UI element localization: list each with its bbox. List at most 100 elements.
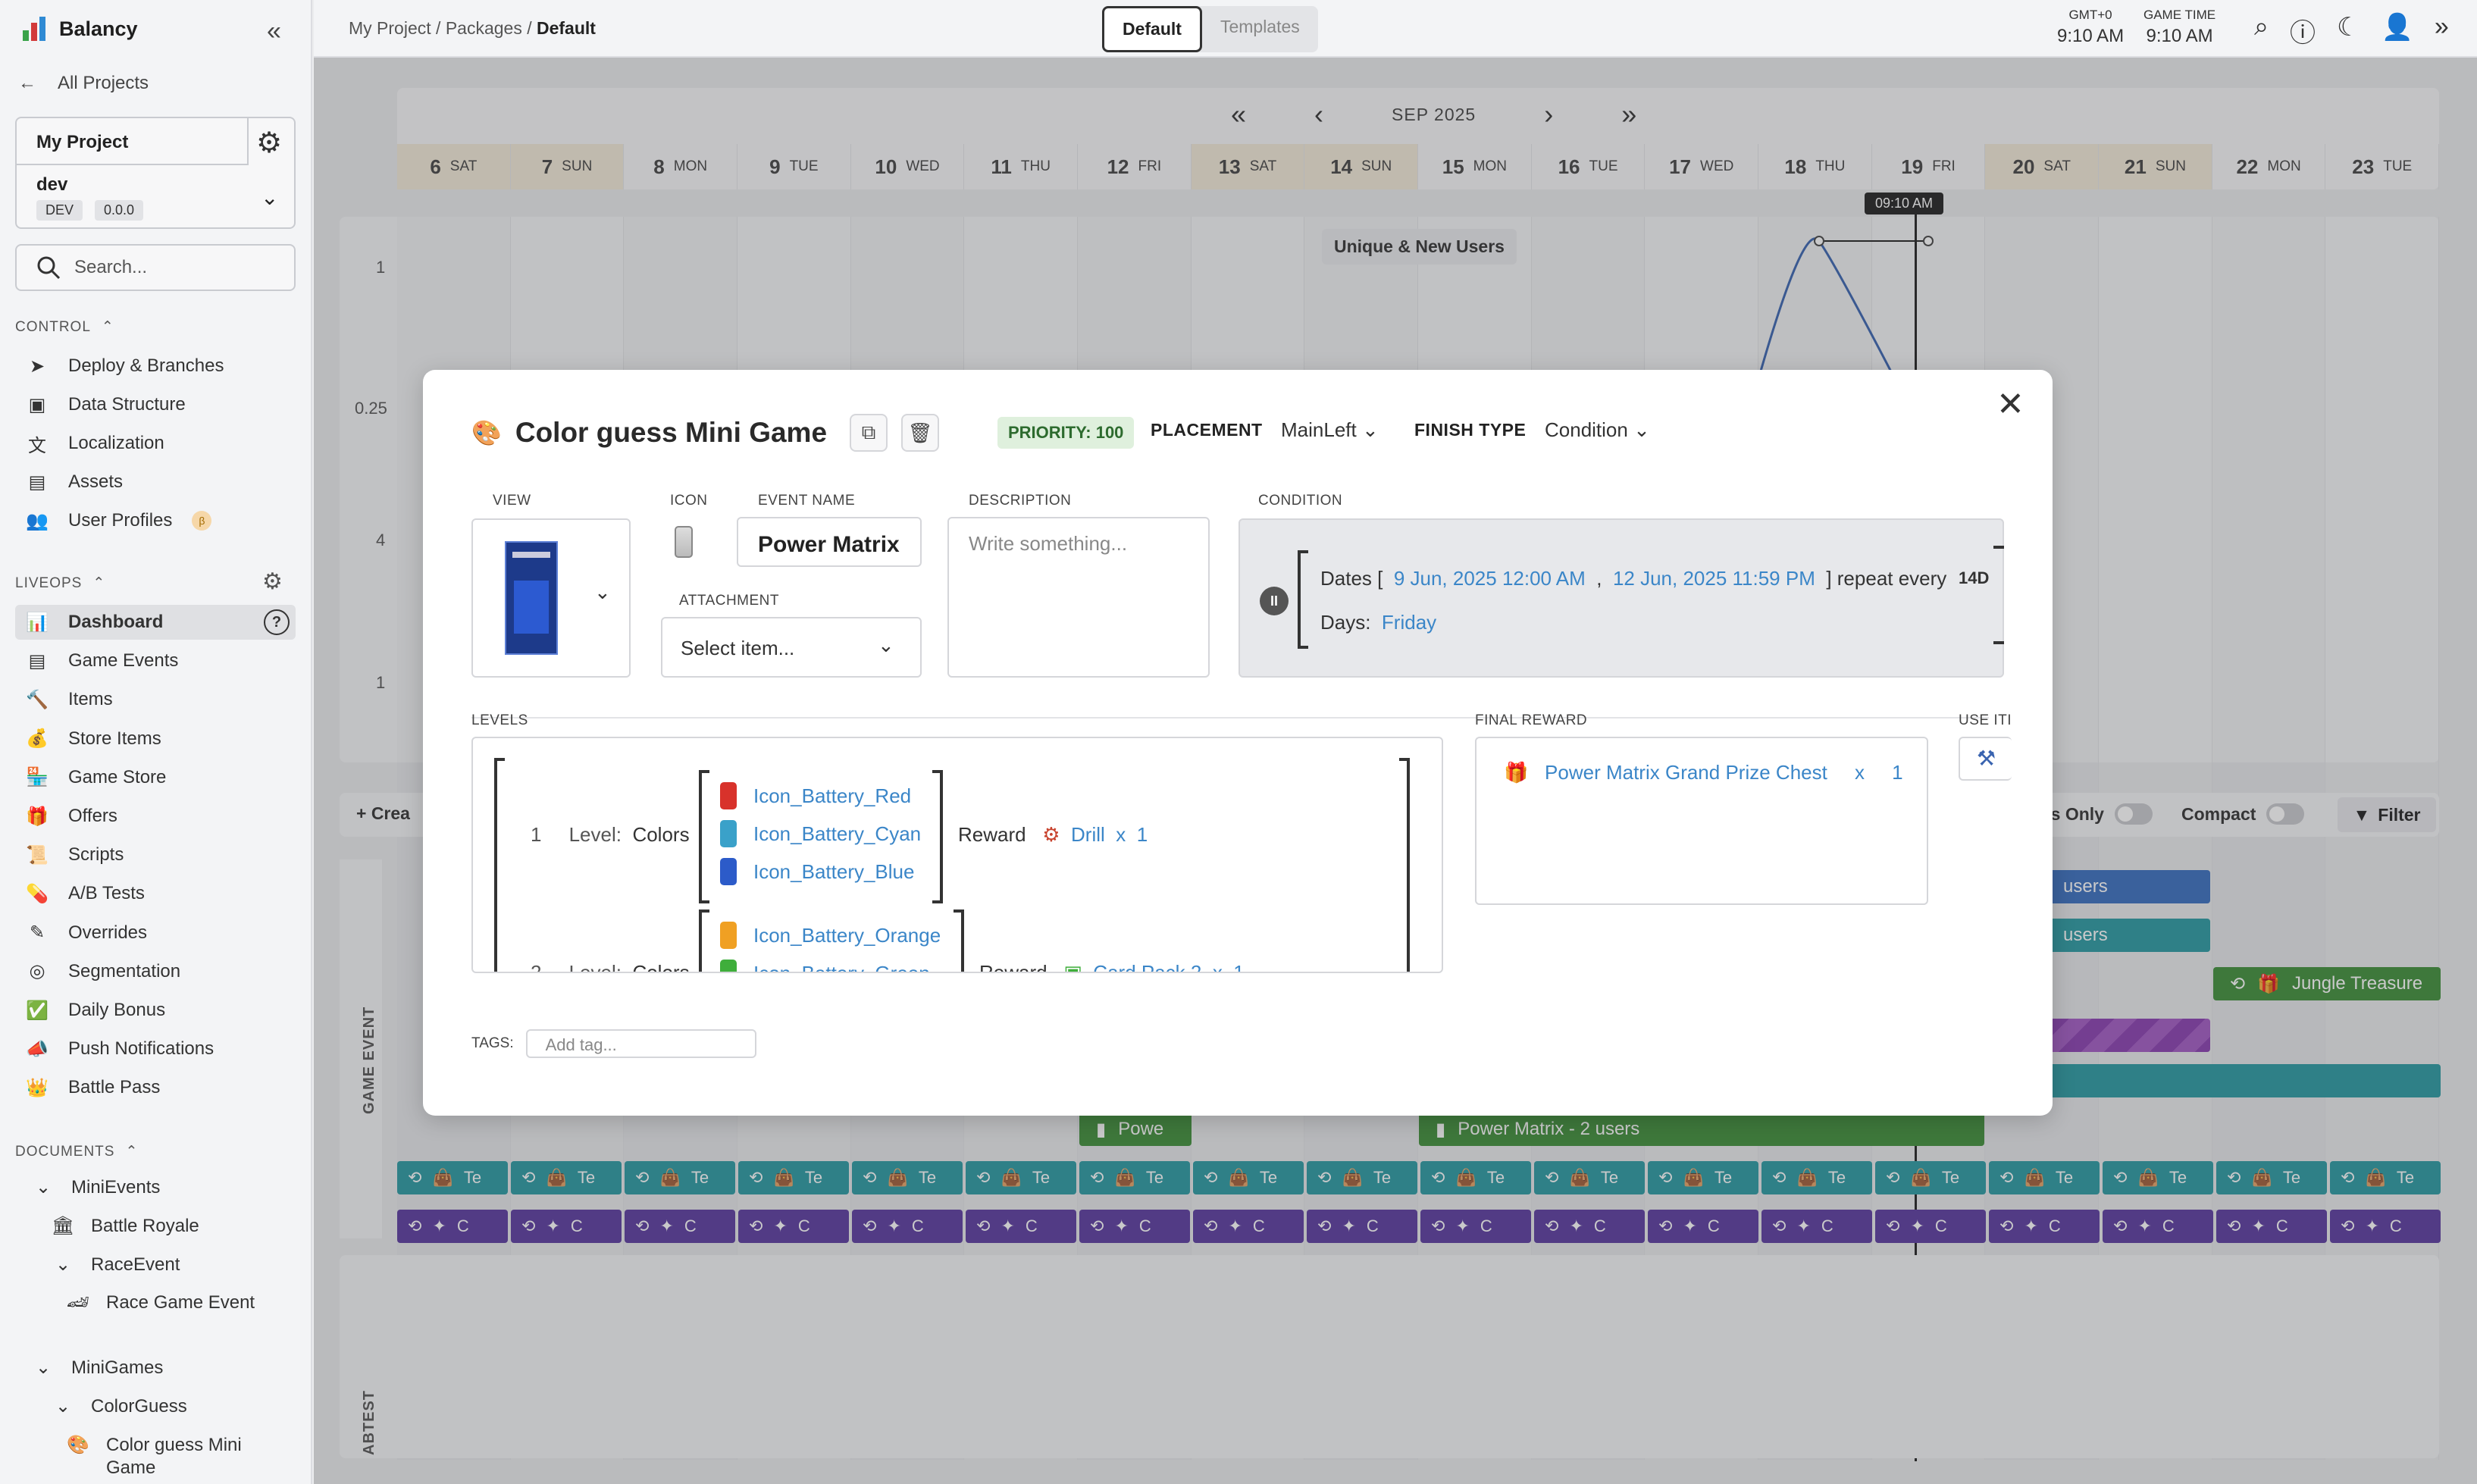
battery-icon[interactable] [675,526,693,558]
repeat-period[interactable]: 14D [1959,568,1990,587]
event-tile[interactable]: ⟲✦C [511,1210,622,1243]
breadcrumb-project[interactable]: My Project [349,18,431,38]
help-icon[interactable]: ? [264,609,290,635]
event-tile[interactable]: ⟲👜Te [1534,1161,1645,1194]
sidebar-item[interactable]: 👥User Profiles β [15,503,296,538]
section-liveops[interactable]: LIVEOPS⌃⚙ [15,569,296,594]
create-button[interactable]: + Crea [356,803,410,823]
chevron-right-icon[interactable]: › [1544,99,1554,130]
filter-button[interactable]: ▼Filter [2338,797,2436,832]
section-documents[interactable]: DOCUMENTS⌃ [15,1143,138,1160]
all-projects-link[interactable]: ← All Projects [18,73,149,94]
event-tile[interactable]: ⟲👜Te [2216,1161,2327,1194]
event-bar[interactable]: users [2046,919,2210,952]
event-tile[interactable]: ⟲✦C [1420,1210,1531,1243]
sidebar-item[interactable]: 🎁Offers [15,799,296,834]
use-items-box[interactable]: ⚒ [1959,737,2012,781]
search-icon[interactable]: ⌕ [2254,12,2269,41]
reward-item[interactable]: Drill [1071,823,1105,846]
event-tile[interactable]: ⟲👜Te [1761,1161,1872,1194]
sidebar-item[interactable]: ◎Segmentation [15,954,296,989]
brand[interactable]: Balancy [23,14,138,44]
sidebar-item[interactable]: ▤Assets [15,465,296,499]
pause-icon[interactable]: II [1260,587,1289,615]
final-reward-qty[interactable]: 1 [1892,761,1903,784]
reward-qty[interactable]: 1 [1136,823,1148,846]
collapse-sidebar-icon[interactable]: « [267,17,281,45]
condition-box[interactable]: II Dates [ 9 Jun, 2025 12:00 AM , 12 Jun… [1238,518,2004,678]
sidebar-item[interactable]: 🔨Items [15,682,296,717]
event-tile[interactable]: ⟲✦C [1648,1210,1758,1243]
event-tile[interactable]: ⟲✦C [2103,1210,2213,1243]
color-item[interactable]: Icon_Battery_Cyan [720,820,921,847]
view-selector[interactable]: ⌄ [471,518,631,678]
section-control[interactable]: CONTROL⌃ [15,318,114,336]
sidebar-item[interactable]: 📣Push Notifications [15,1032,296,1066]
final-reward-item[interactable]: Power Matrix Grand Prize Chest [1545,761,1827,784]
expand-icon[interactable]: » [2434,12,2449,41]
color-item[interactable]: Icon_Battery_Red [720,782,911,809]
event-tile[interactable]: ⟲✦C [852,1210,963,1243]
breadcrumb-packages[interactable]: Packages [445,18,522,38]
tree-item[interactable]: ⌄ColorGuess [50,1395,187,1417]
event-bar[interactable]: ▮Powe [1079,1113,1192,1146]
chevron-down-icon[interactable]: ⌄ [261,186,279,209]
chevron-left-icon[interactable]: ‹ [1314,99,1324,130]
days-value[interactable]: Friday [1381,611,1437,634]
tree-item[interactable]: ⌄MiniEvents [30,1176,160,1198]
event-tile[interactable]: ⟲👜Te [852,1161,963,1194]
sidebar-item[interactable]: ➤Deploy & Branches [15,349,296,384]
sidebar-item[interactable]: 🏪Game Store [15,760,296,795]
event-tile[interactable]: ⟲👜Te [1875,1161,1986,1194]
help-icon[interactable]: ⓘ [2290,19,2316,48]
sidebar-item[interactable]: 📊Dashboard? [15,605,296,640]
event-tile[interactable]: ⟲✦C [966,1210,1076,1243]
event-tile[interactable]: ⟲✦C [625,1210,735,1243]
event-tile[interactable]: ⟲✦C [1193,1210,1304,1243]
levels-box[interactable]: 1 Level: Colors Icon_Battery_Red Icon_Ba… [471,737,1443,973]
event-tile[interactable]: ⟲👜Te [2330,1161,2441,1194]
duplicate-button[interactable]: ⧉ [850,414,888,452]
event-tile[interactable]: ⟲👜Te [511,1161,622,1194]
event-tile[interactable]: ⟲👜Te [1193,1161,1304,1194]
toggle-switch[interactable] [2114,803,2153,825]
event-name-field[interactable]: Power Matrix [737,517,922,567]
end-date[interactable]: 12 Jun, 2025 11:59 PM [1612,567,1815,590]
event-tile[interactable]: ⟲👜Te [1648,1161,1758,1194]
event-tile[interactable]: ⟲👜Te [1307,1161,1417,1194]
sidebar-item[interactable]: 💰Store Items [15,722,296,756]
moon-icon[interactable]: ☾ [2337,13,2360,42]
event-tile[interactable]: ⟲✦C [2216,1210,2327,1243]
compact-toggle[interactable]: Compact [2181,803,2305,825]
event-tile[interactable]: ⟲👜Te [625,1161,735,1194]
gear-icon[interactable]: ⚙ [262,569,283,594]
reward-item[interactable]: Card Pack 2 [1093,961,1202,973]
event-tile[interactable]: ⟲✦C [1989,1210,2100,1243]
double-chevron-left-icon[interactable]: « [1231,99,1247,130]
description-field[interactable]: Write something... [947,517,1210,678]
event-bar[interactable]: ▮Power Matrix - 2 users [1419,1113,1984,1146]
final-reward-box[interactable]: 🎁 Power Matrix Grand Prize Chest x 1 [1475,737,1928,905]
finish-type-select[interactable]: Condition ⌄ [1545,418,1650,442]
gear-icon[interactable]: ⚙ [256,127,283,159]
event-tile[interactable]: ⟲✦C [2330,1210,2441,1243]
event-tile[interactable]: ⟲👜Te [397,1161,508,1194]
chevron-down-icon[interactable]: ⌄ [594,581,611,603]
event-tile[interactable]: ⟲✦C [1875,1210,1986,1243]
color-item[interactable]: Icon_Battery_Orange [720,922,941,949]
event-bar[interactable] [2046,1019,2210,1052]
event-tile[interactable]: ⟲👜Te [738,1161,849,1194]
event-tile[interactable]: ⟲👜Te [1989,1161,2100,1194]
